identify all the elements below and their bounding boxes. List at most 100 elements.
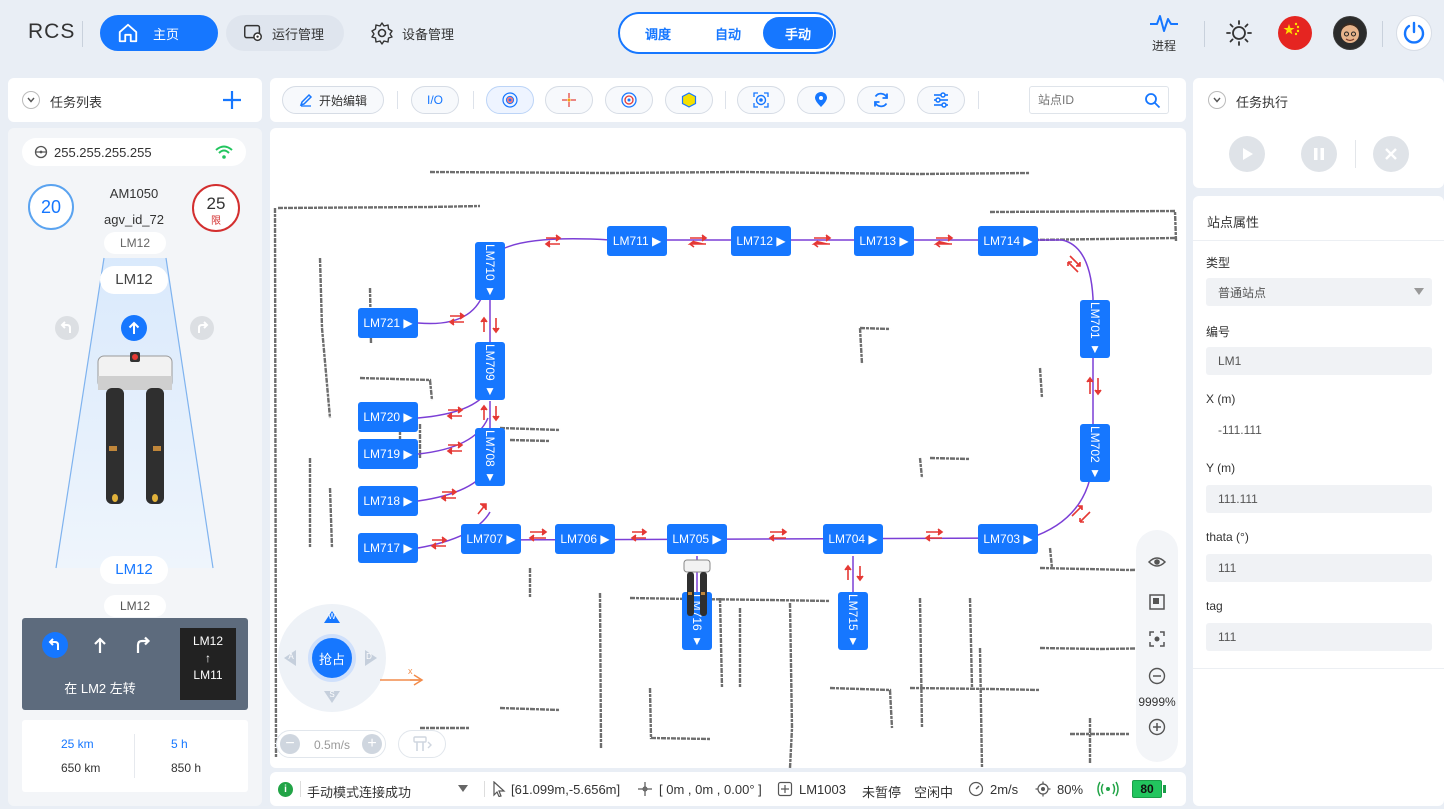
- speed-control: − 0.5m/s +: [276, 730, 386, 758]
- station-marker[interactable]: LM705 ▶: [667, 524, 727, 554]
- nav-ops-button[interactable]: 运行管理: [226, 15, 344, 51]
- nav-home-button[interactable]: 主页: [100, 15, 218, 51]
- avatar-icon: [1334, 17, 1366, 49]
- joystick-left[interactable]: A: [283, 649, 299, 667]
- station-marker[interactable]: LM709 ▼: [475, 342, 505, 400]
- play-button[interactable]: [1229, 136, 1265, 172]
- dropdown-caret-icon[interactable]: [458, 785, 468, 793]
- power-button[interactable]: [1396, 15, 1432, 51]
- vehicle-id: agv_id_72: [104, 212, 164, 227]
- station-chip: LM12: [104, 595, 166, 617]
- locate-robot-button[interactable]: [737, 86, 785, 114]
- map-canvas[interactable]: LM711 ▶ LM712 ▶ LM713 ▶ LM714 ▶ LM710 ▼ …: [270, 128, 1186, 768]
- layer-marker-button[interactable]: [605, 86, 653, 114]
- theme-toggle-button[interactable]: [1222, 16, 1256, 50]
- mileage-stats: 25 km 5 h 650 km 850 h: [22, 720, 248, 792]
- nav-devices-label: 设备管理: [402, 26, 455, 42]
- route-arrow: ↑: [205, 651, 211, 665]
- search-icon[interactable]: [1144, 92, 1161, 109]
- station-marker[interactable]: LM702 ▼: [1080, 424, 1110, 482]
- vehicle-model: AM1050: [109, 186, 159, 201]
- collapse-button[interactable]: [1208, 91, 1226, 109]
- eye-icon[interactable]: [1147, 552, 1167, 572]
- station-search-input[interactable]: [1038, 91, 1138, 109]
- robot-speed: 2m/s: [990, 782, 1019, 797]
- nav-devices-button[interactable]: 设备管理: [354, 15, 472, 51]
- station-marker[interactable]: LM712 ▶: [731, 226, 791, 256]
- collapse-button[interactable]: [22, 91, 40, 109]
- station-marker[interactable]: LM717 ▶: [358, 533, 418, 563]
- pause-button[interactable]: [1301, 136, 1337, 172]
- tag-field[interactable]: 111: [1206, 623, 1432, 651]
- turn-right-button[interactable]: [190, 316, 214, 340]
- zoom-in-icon[interactable]: [1147, 717, 1167, 737]
- task-list-header: 任务列表: [8, 78, 262, 122]
- station-marker[interactable]: LM701 ▼: [1080, 300, 1110, 358]
- progress-button[interactable]: 进程: [1146, 12, 1182, 54]
- station-marker[interactable]: LM720 ▶: [358, 402, 418, 432]
- start-edit-button[interactable]: 开始编辑: [282, 86, 384, 114]
- turn-left-icon: [60, 321, 71, 333]
- preempt-button[interactable]: 抢占: [308, 634, 356, 682]
- type-select[interactable]: 普通站点: [1206, 278, 1432, 306]
- cancel-button[interactable]: [1373, 136, 1409, 172]
- joystick-down[interactable]: S: [323, 690, 341, 706]
- refresh-button[interactable]: [857, 86, 905, 114]
- joystick-right[interactable]: D: [364, 649, 380, 667]
- mode-auto-tab[interactable]: 自动: [714, 26, 741, 42]
- station-search-box: [1029, 86, 1169, 114]
- station-marker[interactable]: LM711 ▶: [607, 226, 667, 256]
- speed-increase-button[interactable]: +: [362, 734, 382, 754]
- x-field[interactable]: -111.111: [1206, 416, 1432, 444]
- robot-marker-icon[interactable]: [682, 558, 712, 618]
- layer-area-button[interactable]: [665, 86, 713, 114]
- station-marker[interactable]: LM721 ▶: [358, 308, 418, 338]
- turn-left-button[interactable]: [55, 316, 79, 340]
- station-marker[interactable]: LM706 ▶: [555, 524, 615, 554]
- joystick-up[interactable]: W: [323, 610, 341, 626]
- station-marker[interactable]: LM708 ▼: [475, 428, 505, 486]
- layer-station-button[interactable]: [486, 86, 534, 114]
- triangle-right-icon: [365, 650, 377, 666]
- station-marker[interactable]: LM715 ▼: [838, 592, 868, 650]
- location-pin-button[interactable]: [797, 86, 845, 114]
- add-task-button[interactable]: [220, 88, 244, 115]
- layer-point-button[interactable]: [545, 86, 593, 114]
- current-station: LM1003: [799, 782, 846, 797]
- station-marker[interactable]: LM704 ▶: [823, 524, 883, 554]
- speed-decrease-button[interactable]: −: [280, 734, 300, 754]
- forward-button[interactable]: [121, 315, 147, 341]
- user-avatar[interactable]: [1333, 16, 1367, 50]
- station-marker[interactable]: LM713 ▶: [854, 226, 914, 256]
- speed-limit-badge: 25 限: [192, 184, 240, 232]
- type-label: 类型: [1206, 256, 1231, 270]
- station-marker[interactable]: LM710 ▼: [475, 242, 505, 300]
- turn-instruction-card: 在 LM2 左转 LM12 ↑ LM11: [22, 618, 248, 710]
- signal-icon: [1097, 781, 1119, 797]
- joystick-pad[interactable]: W S A D 抢占: [278, 604, 386, 712]
- io-button[interactable]: I/O: [411, 86, 459, 114]
- station-marker[interactable]: LM707 ▶: [461, 524, 521, 554]
- type-value: 普通站点: [1218, 285, 1267, 300]
- fit-view-icon[interactable]: [1148, 630, 1166, 648]
- mode-manual-tab[interactable]: 手动: [763, 17, 833, 49]
- speed-value: 0.5m/s: [313, 738, 350, 752]
- station-marker[interactable]: LM703 ▶: [978, 524, 1038, 554]
- settings-sliders-button[interactable]: [917, 86, 965, 114]
- station-marker[interactable]: LM718 ▶: [358, 486, 418, 516]
- chevron-down-icon: [27, 97, 35, 103]
- battery-level: 80: [1132, 780, 1162, 798]
- station-marker[interactable]: LM714 ▶: [978, 226, 1038, 256]
- zoom-out-icon[interactable]: [1147, 666, 1167, 686]
- cursor-position: [61.099m,-5.656m]: [511, 782, 621, 797]
- turn-instruction-text: 在 LM2 左转: [64, 681, 136, 696]
- id-field[interactable]: LM1: [1206, 347, 1432, 375]
- y-field[interactable]: 111.111: [1206, 485, 1432, 513]
- language-flag-button[interactable]: [1278, 16, 1312, 50]
- station-chip: LM12: [100, 556, 168, 584]
- theta-field[interactable]: 111: [1206, 554, 1432, 582]
- station-marker[interactable]: LM719 ▶: [358, 439, 418, 469]
- mode-dispatch-tab[interactable]: 调度: [644, 26, 671, 42]
- fork-lift-button[interactable]: [398, 730, 446, 758]
- minimap-icon[interactable]: [1148, 593, 1166, 611]
